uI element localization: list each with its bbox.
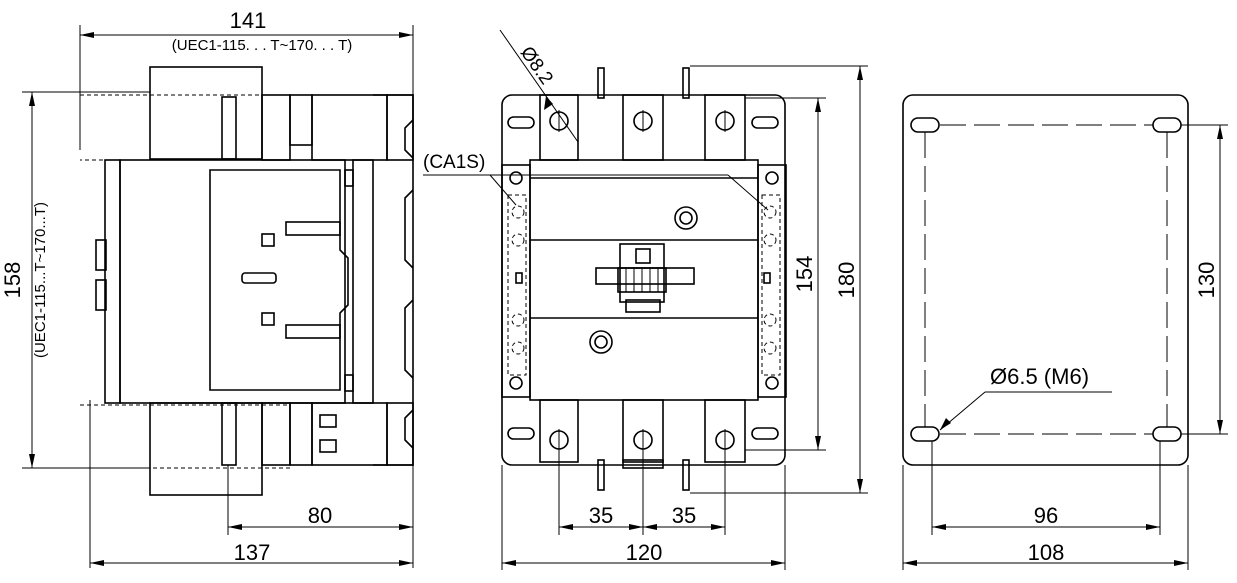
front-plate	[501, 94, 786, 466]
dim-141-note: (UEC1-115. . . T~170. . . T)	[172, 37, 353, 54]
dim-hole-dia-label: Ø8.2	[516, 43, 557, 89]
dim-158-label: 158	[0, 262, 25, 299]
bottom-terminal	[149, 402, 263, 496]
side-body	[119, 159, 346, 404]
dim-35a-label: 35	[589, 503, 613, 528]
top-terminal	[149, 66, 263, 160]
dim-108-label: 108	[1028, 540, 1065, 565]
mount-plate	[902, 94, 1189, 466]
dim-180-label: 180	[834, 262, 859, 299]
ca1s-label: (CA1S)	[423, 152, 485, 173]
mount-slot	[910, 117, 940, 133]
dim-141-label: 141	[230, 8, 267, 33]
dim-137-label: 137	[234, 540, 271, 565]
front-body	[529, 159, 759, 401]
dim-158-note: (UEC1-115...T~170...T)	[32, 202, 49, 358]
mount-view: 130 Ø6.5 (M6) 96 108	[902, 94, 1228, 570]
dim-96-label: 96	[1034, 503, 1058, 528]
dim-154-label: 154	[792, 256, 817, 293]
dim-130-label: 130	[1194, 262, 1219, 299]
dim-80-label: 80	[308, 503, 332, 528]
dim-35b-label: 35	[672, 503, 696, 528]
dim-120-label: 120	[626, 540, 663, 565]
dim-hole-label: Ø6.5 (M6)	[990, 364, 1089, 389]
front-view: (CA1S) Ø8.2 154 180 35 35	[423, 29, 868, 570]
side-view: 141 (UEC1-115. . . T~170. . . T) 158 (UE…	[0, 8, 414, 568]
